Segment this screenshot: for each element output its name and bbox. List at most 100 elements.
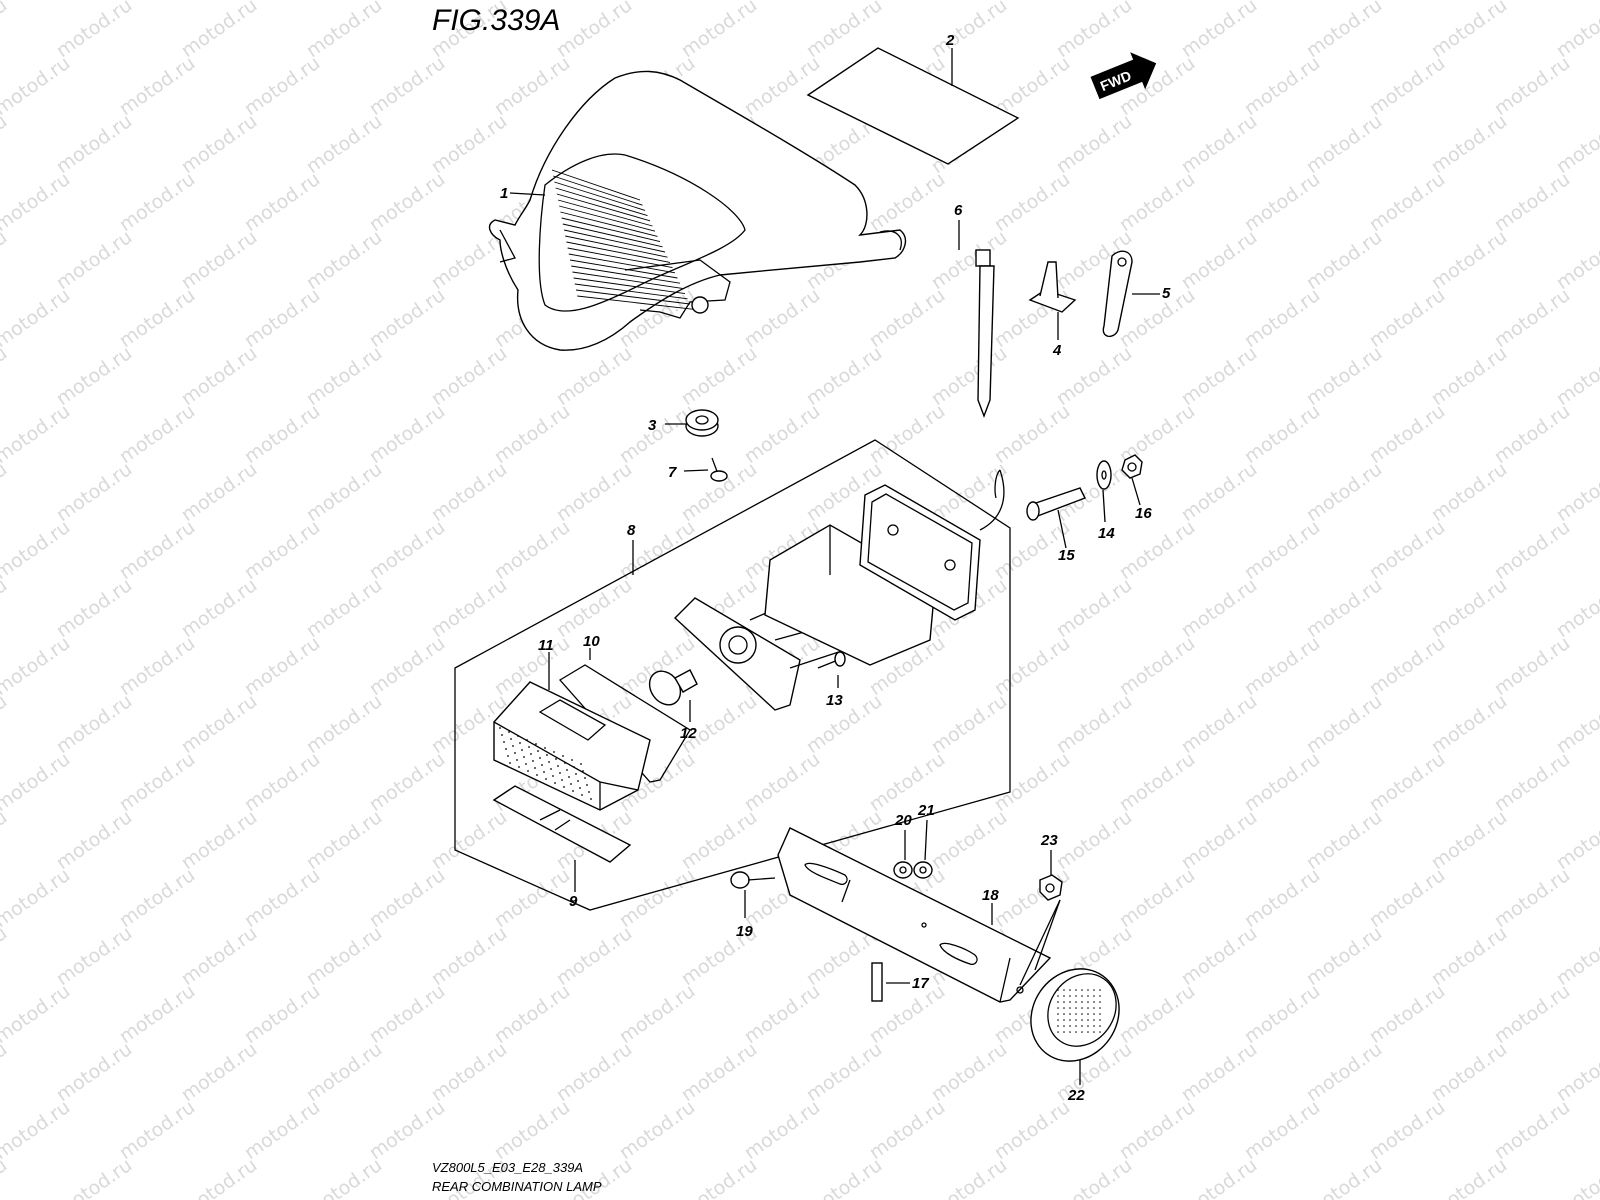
watermark-text: motod.ru <box>990 748 1074 816</box>
reflector-dot <box>1063 1001 1065 1003</box>
watermark-text: motod.ru <box>1365 864 1449 932</box>
part-7-screw <box>710 457 728 482</box>
callout-21: 21 <box>917 802 935 819</box>
reflector-dot <box>1057 1019 1059 1021</box>
lens-dot <box>562 755 564 757</box>
part-4-clamp <box>1028 261 1077 313</box>
reflector-dot <box>1069 1013 1071 1015</box>
watermark-text: motod.ru <box>1052 1154 1136 1200</box>
watermark-text: motod.ru <box>1177 0 1261 62</box>
watermark-text: motod.ru <box>552 342 636 410</box>
watermark-text: motod.ru <box>52 110 136 178</box>
reflector-dot <box>1057 1013 1059 1015</box>
lens-dot <box>552 775 554 777</box>
lens-dot <box>521 749 523 751</box>
lens-dot <box>543 771 545 773</box>
callout-2: 2 <box>945 32 955 49</box>
part-18-bracket <box>777 827 1052 1003</box>
reflector-dot <box>1069 1019 1071 1021</box>
watermark-text: motod.ru <box>1365 516 1449 584</box>
watermark-text: motod.ru <box>427 458 511 526</box>
watermark-text: motod.ru <box>490 400 574 468</box>
lens-dot <box>537 750 539 752</box>
watermark-text: motod.ru <box>1052 342 1136 410</box>
lens-dot <box>514 752 516 754</box>
vent-line <box>574 283 688 300</box>
watermark-text: motod.ru <box>427 110 511 178</box>
watermark-text: motod.ru <box>552 922 636 990</box>
reflector-dot <box>1063 1019 1065 1021</box>
watermark-text: motod.ru <box>240 516 324 584</box>
vent-line <box>577 295 693 310</box>
lens-dot <box>546 754 548 756</box>
watermark-text: motod.ru <box>1240 516 1324 584</box>
watermark-text: motod.ru <box>1177 458 1261 526</box>
watermark-text: motod.ru <box>177 458 261 526</box>
lens-dot <box>580 763 582 765</box>
reflector-dot <box>1057 1031 1059 1033</box>
reflector-dot <box>1063 1025 1065 1027</box>
watermark-text: motod.ru <box>1552 690 1600 758</box>
watermark-text: motod.ru <box>490 516 574 584</box>
watermark-text: motod.ru <box>302 110 386 178</box>
watermark-text: motod.ru <box>0 748 74 816</box>
lens-dot <box>564 762 566 764</box>
watermark-text: motod.ru <box>1302 922 1386 990</box>
part-22-round-reflector <box>1030 968 1120 1062</box>
watermark-text: motod.ru <box>240 52 324 120</box>
watermark-text: motod.ru <box>177 806 261 874</box>
callout-23: 23 <box>1040 832 1058 849</box>
watermark-text: motod.ru <box>1115 516 1199 584</box>
vent-line <box>560 211 658 237</box>
vent-line <box>568 253 676 274</box>
watermark-text: motod.ru <box>1552 806 1600 874</box>
reflector-dot <box>1081 1013 1083 1015</box>
watermark-text: motod.ru <box>1490 632 1574 700</box>
watermark-text: motod.ru <box>1115 980 1199 1048</box>
reflector-dot <box>1057 1007 1059 1009</box>
lens-dot <box>553 751 555 753</box>
watermark-text: motod.ru <box>177 1038 261 1106</box>
watermark-text: motod.ru <box>0 0 74 4</box>
watermark-text: motod.ru <box>365 52 449 120</box>
watermark-text: motod.ru <box>1427 458 1511 526</box>
lens-dot <box>501 734 503 736</box>
lens-dot <box>516 759 518 761</box>
watermark-text: motod.ru <box>1552 1154 1600 1200</box>
watermark-text: motod.ru <box>927 342 1011 410</box>
watermark-text: motod.ru <box>490 980 574 1048</box>
reflector-dot <box>1075 1013 1077 1015</box>
callout-15: 15 <box>1058 547 1075 564</box>
watermark-text: motod.ru <box>1302 1038 1386 1106</box>
reflector-dot <box>1075 1007 1077 1009</box>
watermark-text: motod.ru <box>115 980 199 1048</box>
callout-16: 16 <box>1135 505 1152 522</box>
watermark-text: motod.ru <box>0 864 74 932</box>
reflector-dot <box>1057 1025 1059 1027</box>
watermark-text: motod.ru <box>1365 52 1449 120</box>
lens-dot <box>568 776 570 778</box>
watermark-text: motod.ru <box>302 226 386 294</box>
watermark-text: motod.ru <box>1427 922 1511 990</box>
lens-dot <box>505 748 507 750</box>
watermark-text: motod.ru <box>1115 1096 1199 1164</box>
watermark-text: motod.ru <box>552 458 636 526</box>
watermark-text: motod.ru <box>1052 690 1136 758</box>
lens-dot <box>503 741 505 743</box>
watermark-text: motod.ru <box>1302 574 1386 642</box>
watermark-text: motod.ru <box>865 168 949 236</box>
watermark-text: motod.ru <box>52 806 136 874</box>
lens-dot <box>563 786 565 788</box>
watermark-text: motod.ru <box>1427 806 1511 874</box>
watermark-text: motod.ru <box>115 284 199 352</box>
watermark-text: motod.ru <box>1115 632 1199 700</box>
watermark-text: motod.ru <box>177 226 261 294</box>
watermark-text: motod.ru <box>115 52 199 120</box>
watermark-text: motod.ru <box>615 1096 699 1164</box>
watermark-text: motod.ru <box>52 458 136 526</box>
lens-dot <box>571 759 573 761</box>
vent-line <box>571 265 681 284</box>
lens-dot <box>548 761 550 763</box>
watermark-text: motod.ru <box>302 922 386 990</box>
part-23-nut <box>1039 874 1063 901</box>
